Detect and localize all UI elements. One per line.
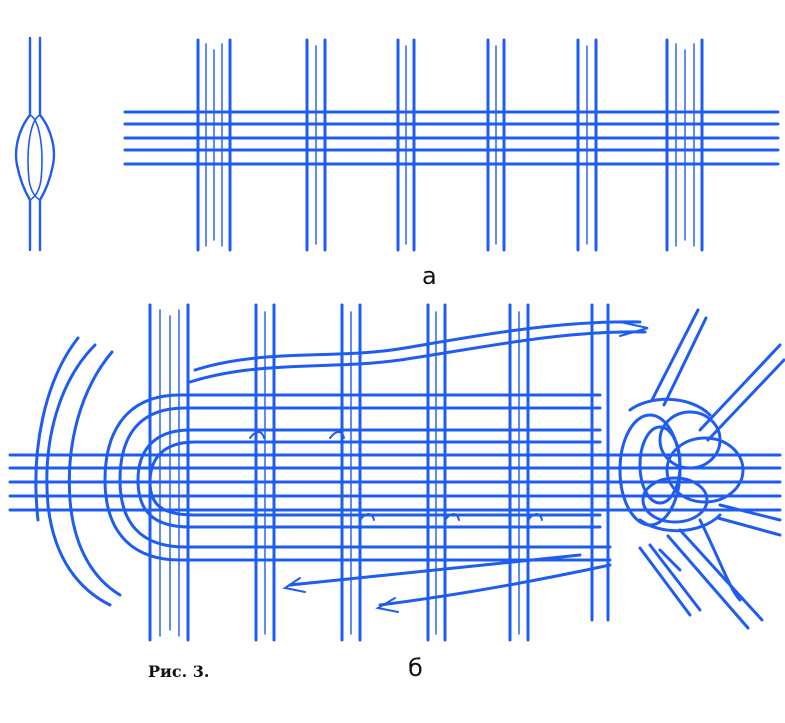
horizontal-rods-a	[123, 110, 780, 166]
knot	[618, 397, 745, 533]
part-a-label: а	[422, 262, 437, 290]
vertical-stakes-a	[196, 38, 704, 252]
split-stake	[14, 36, 56, 252]
part-b-label: б	[408, 654, 423, 682]
frame-a	[123, 38, 780, 252]
radiating-stakes	[638, 308, 785, 630]
figure-caption: Рис. 3.	[148, 662, 210, 681]
weaving-strands	[34, 320, 649, 613]
